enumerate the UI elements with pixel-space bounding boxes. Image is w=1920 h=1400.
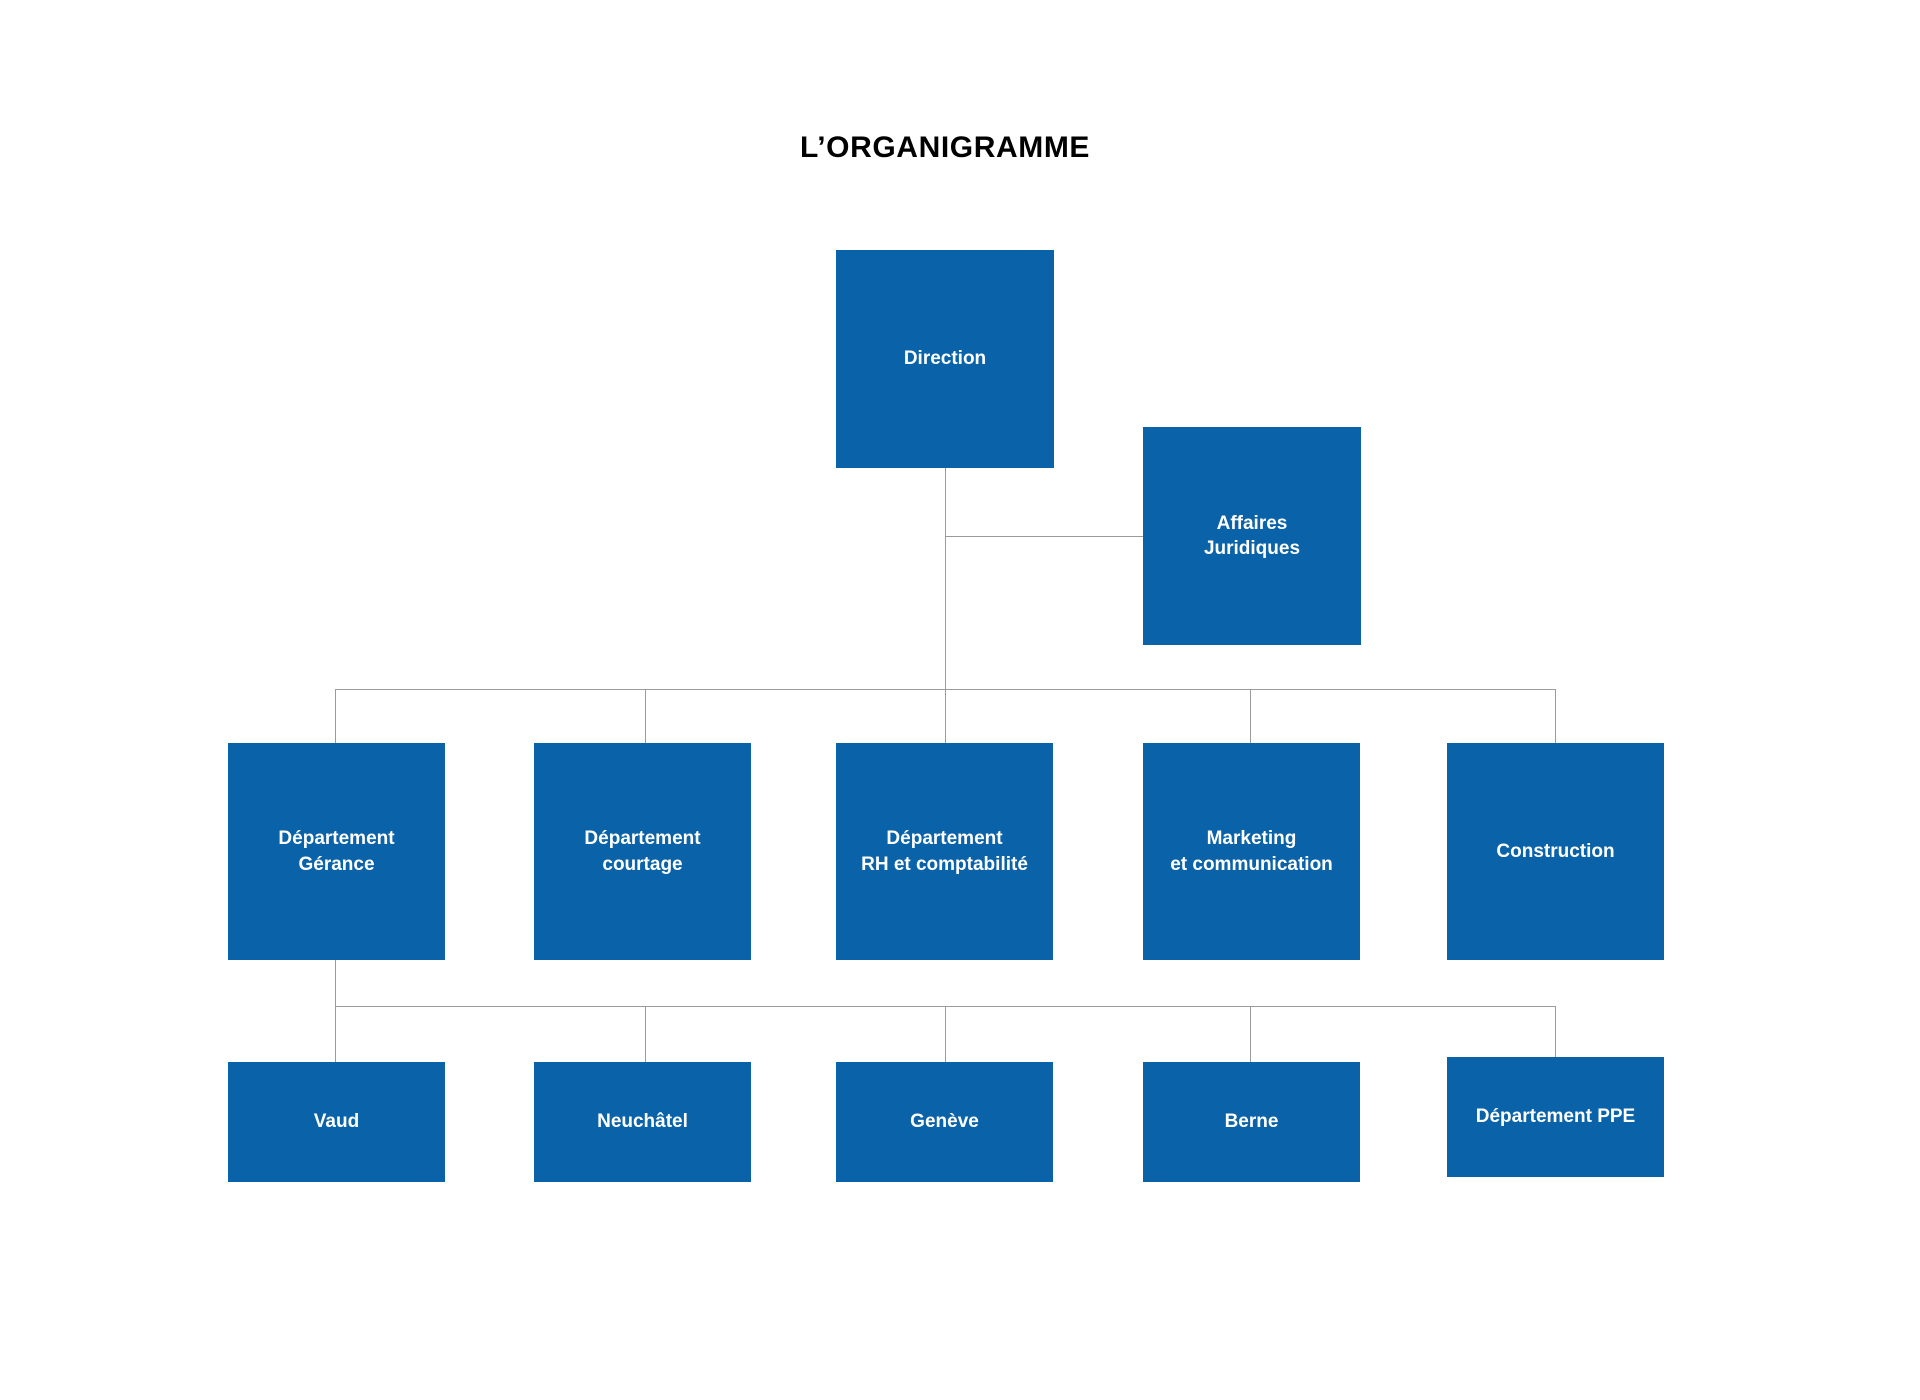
node-berne[interactable]: Berne	[1143, 1062, 1360, 1182]
connector-drop-gerance	[335, 689, 336, 743]
connector-drop-vaud	[335, 1006, 336, 1062]
node-departement-rh-comptabilite[interactable]: Département RH et comptabilité	[836, 743, 1053, 960]
page-title: L’ORGANIGRAMME	[0, 131, 1920, 165]
connector-drop-geneve	[945, 1006, 946, 1062]
node-construction[interactable]: Construction	[1447, 743, 1664, 960]
connector-drop-departement-ppe	[1555, 1006, 1556, 1058]
node-direction-label: Direction	[903, 348, 987, 370]
connector-direction-to-affaires-juridiques	[945, 536, 1143, 537]
node-departement-rh-comptabilite-label: Département RH et comptabilité	[861, 828, 1028, 875]
node-neuchatel[interactable]: Neuchâtel	[534, 1062, 751, 1182]
connector-drop-neuchatel	[645, 1006, 646, 1062]
node-geneve-label: Genève	[910, 1111, 979, 1133]
node-departement-ppe-label: Département PPE	[1475, 1106, 1636, 1128]
node-berne-label: Berne	[1224, 1111, 1279, 1133]
connector-drop-construction	[1555, 689, 1556, 743]
connector-drop-berne	[1250, 1006, 1251, 1062]
node-geneve[interactable]: Genève	[836, 1062, 1053, 1182]
node-departement-gerance-label: Département Gérance	[278, 828, 395, 875]
node-affaires-juridiques-label: Affaires Juridiques	[1203, 512, 1301, 559]
node-construction-label: Construction	[1496, 840, 1615, 862]
connector-drop-courtage	[645, 689, 646, 743]
node-departement-ppe[interactable]: Département PPE	[1447, 1057, 1664, 1177]
node-departement-courtage-label: Département courtage	[584, 828, 701, 875]
node-departement-gerance[interactable]: Département Gérance	[228, 743, 445, 960]
node-marketing-communication[interactable]: Marketing et communication	[1143, 743, 1360, 960]
node-affaires-juridiques[interactable]: Affaires Juridiques	[1143, 427, 1361, 645]
connector-drop-rh	[945, 689, 946, 743]
node-neuchatel-label: Neuchâtel	[597, 1111, 688, 1133]
node-direction[interactable]: Direction	[836, 250, 1054, 468]
node-vaud[interactable]: Vaud	[228, 1062, 445, 1182]
node-vaud-label: Vaud	[313, 1111, 360, 1133]
connector-gerance-trunk	[335, 960, 336, 1007]
node-departement-courtage[interactable]: Département courtage	[534, 743, 751, 960]
page-title-text: L’ORGANIGRAMME	[799, 131, 1091, 164]
node-marketing-communication-label: Marketing et communication	[1170, 828, 1333, 875]
connector-drop-marketing	[1250, 689, 1251, 743]
connector-direction-trunk	[945, 468, 946, 690]
